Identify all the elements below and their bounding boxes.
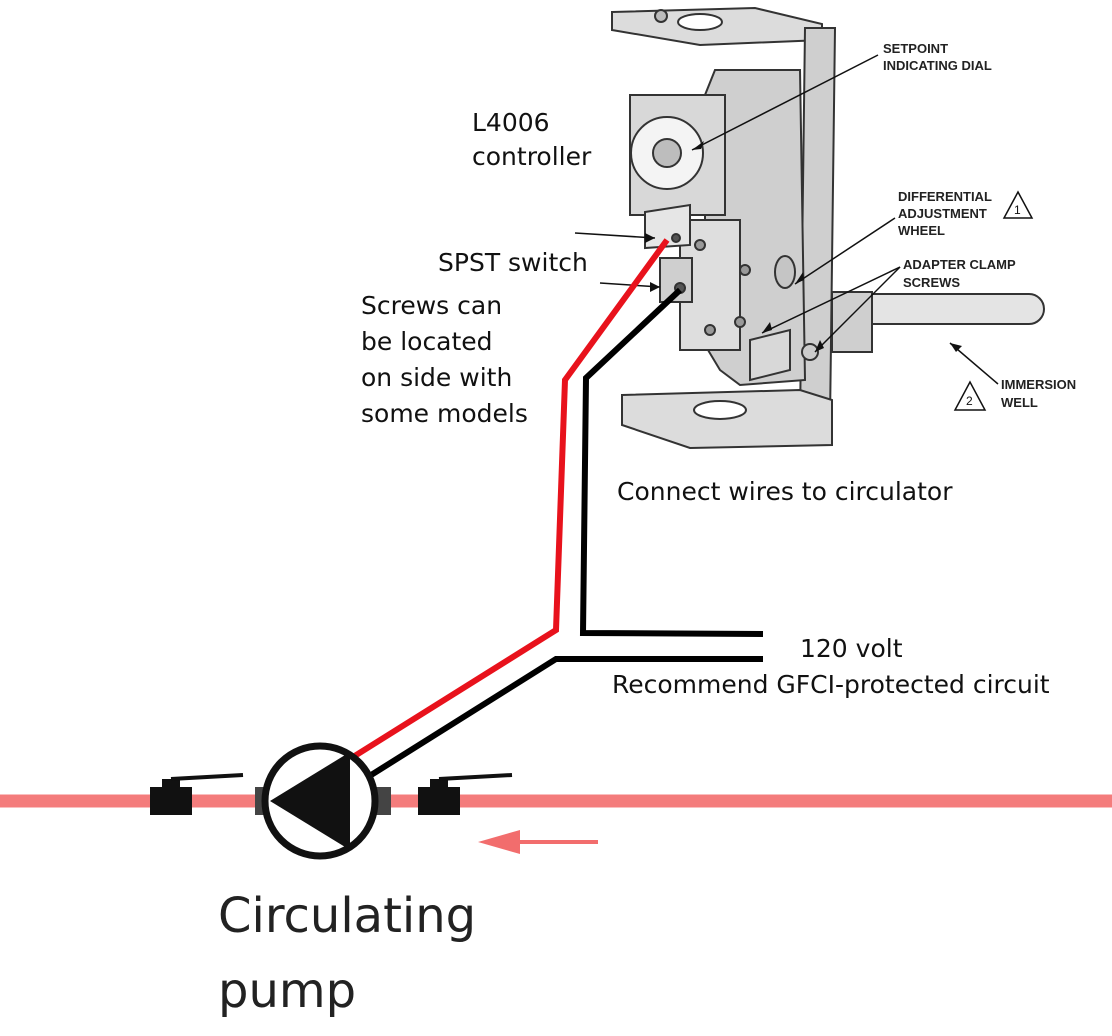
hot-wire <box>343 238 670 765</box>
immersion-callout-line-2: WELL <box>1001 395 1038 410</box>
connect-wires-label: Connect wires to circulator <box>617 477 953 506</box>
flow-direction-arrow <box>478 830 598 854</box>
circulating-pump-symbol <box>255 742 391 860</box>
setpoint-callout-line-1: SETPOINT <box>883 41 949 56</box>
differential-callout-line-3: WHEEL <box>898 223 945 238</box>
screws-note-line-2: be located <box>361 327 493 356</box>
gfci-label: Recommend GFCI-protected circuit <box>612 670 1050 699</box>
spst-switch-label: SPST switch <box>438 248 588 277</box>
note-1-number: 1 <box>1014 203 1021 217</box>
differential-callout-line-1: DIFFERENTIAL <box>898 189 992 204</box>
adapter-callout-line-1: ADAPTER CLAMP <box>903 257 1016 272</box>
right-ball-valve <box>418 773 513 815</box>
controller-model-label: L4006 <box>472 108 550 137</box>
screws-note-line-1: Screws can <box>361 291 503 320</box>
pump-label-line-1: Circulating <box>218 888 477 944</box>
adapter-callout-line-2: SCREWS <box>903 275 961 290</box>
callout-arrowheads <box>645 141 962 352</box>
voltage-label: 120 volt <box>800 634 903 663</box>
note-2-triangle <box>953 380 987 411</box>
left-ball-valve <box>150 773 244 815</box>
note-2-number: 2 <box>966 394 973 408</box>
immersion-callout-line-1: IMMERSION <box>1001 377 1077 392</box>
controller-word-label: controller <box>472 142 592 171</box>
screws-note-line-4: some models <box>361 399 528 428</box>
supply-wire <box>358 656 763 785</box>
neutral-wire <box>579 287 764 637</box>
note-1-triangle <box>1002 190 1034 219</box>
differential-callout-line-2: ADJUSTMENT <box>898 206 987 221</box>
callout-leaders <box>574 54 999 385</box>
l4006-controller-illustration <box>611 6 1045 450</box>
screws-note-line-3: on side with <box>361 363 513 392</box>
pump-label-line-2: pump <box>218 963 357 1019</box>
setpoint-callout-line-2: INDICATING DIAL <box>883 58 992 73</box>
